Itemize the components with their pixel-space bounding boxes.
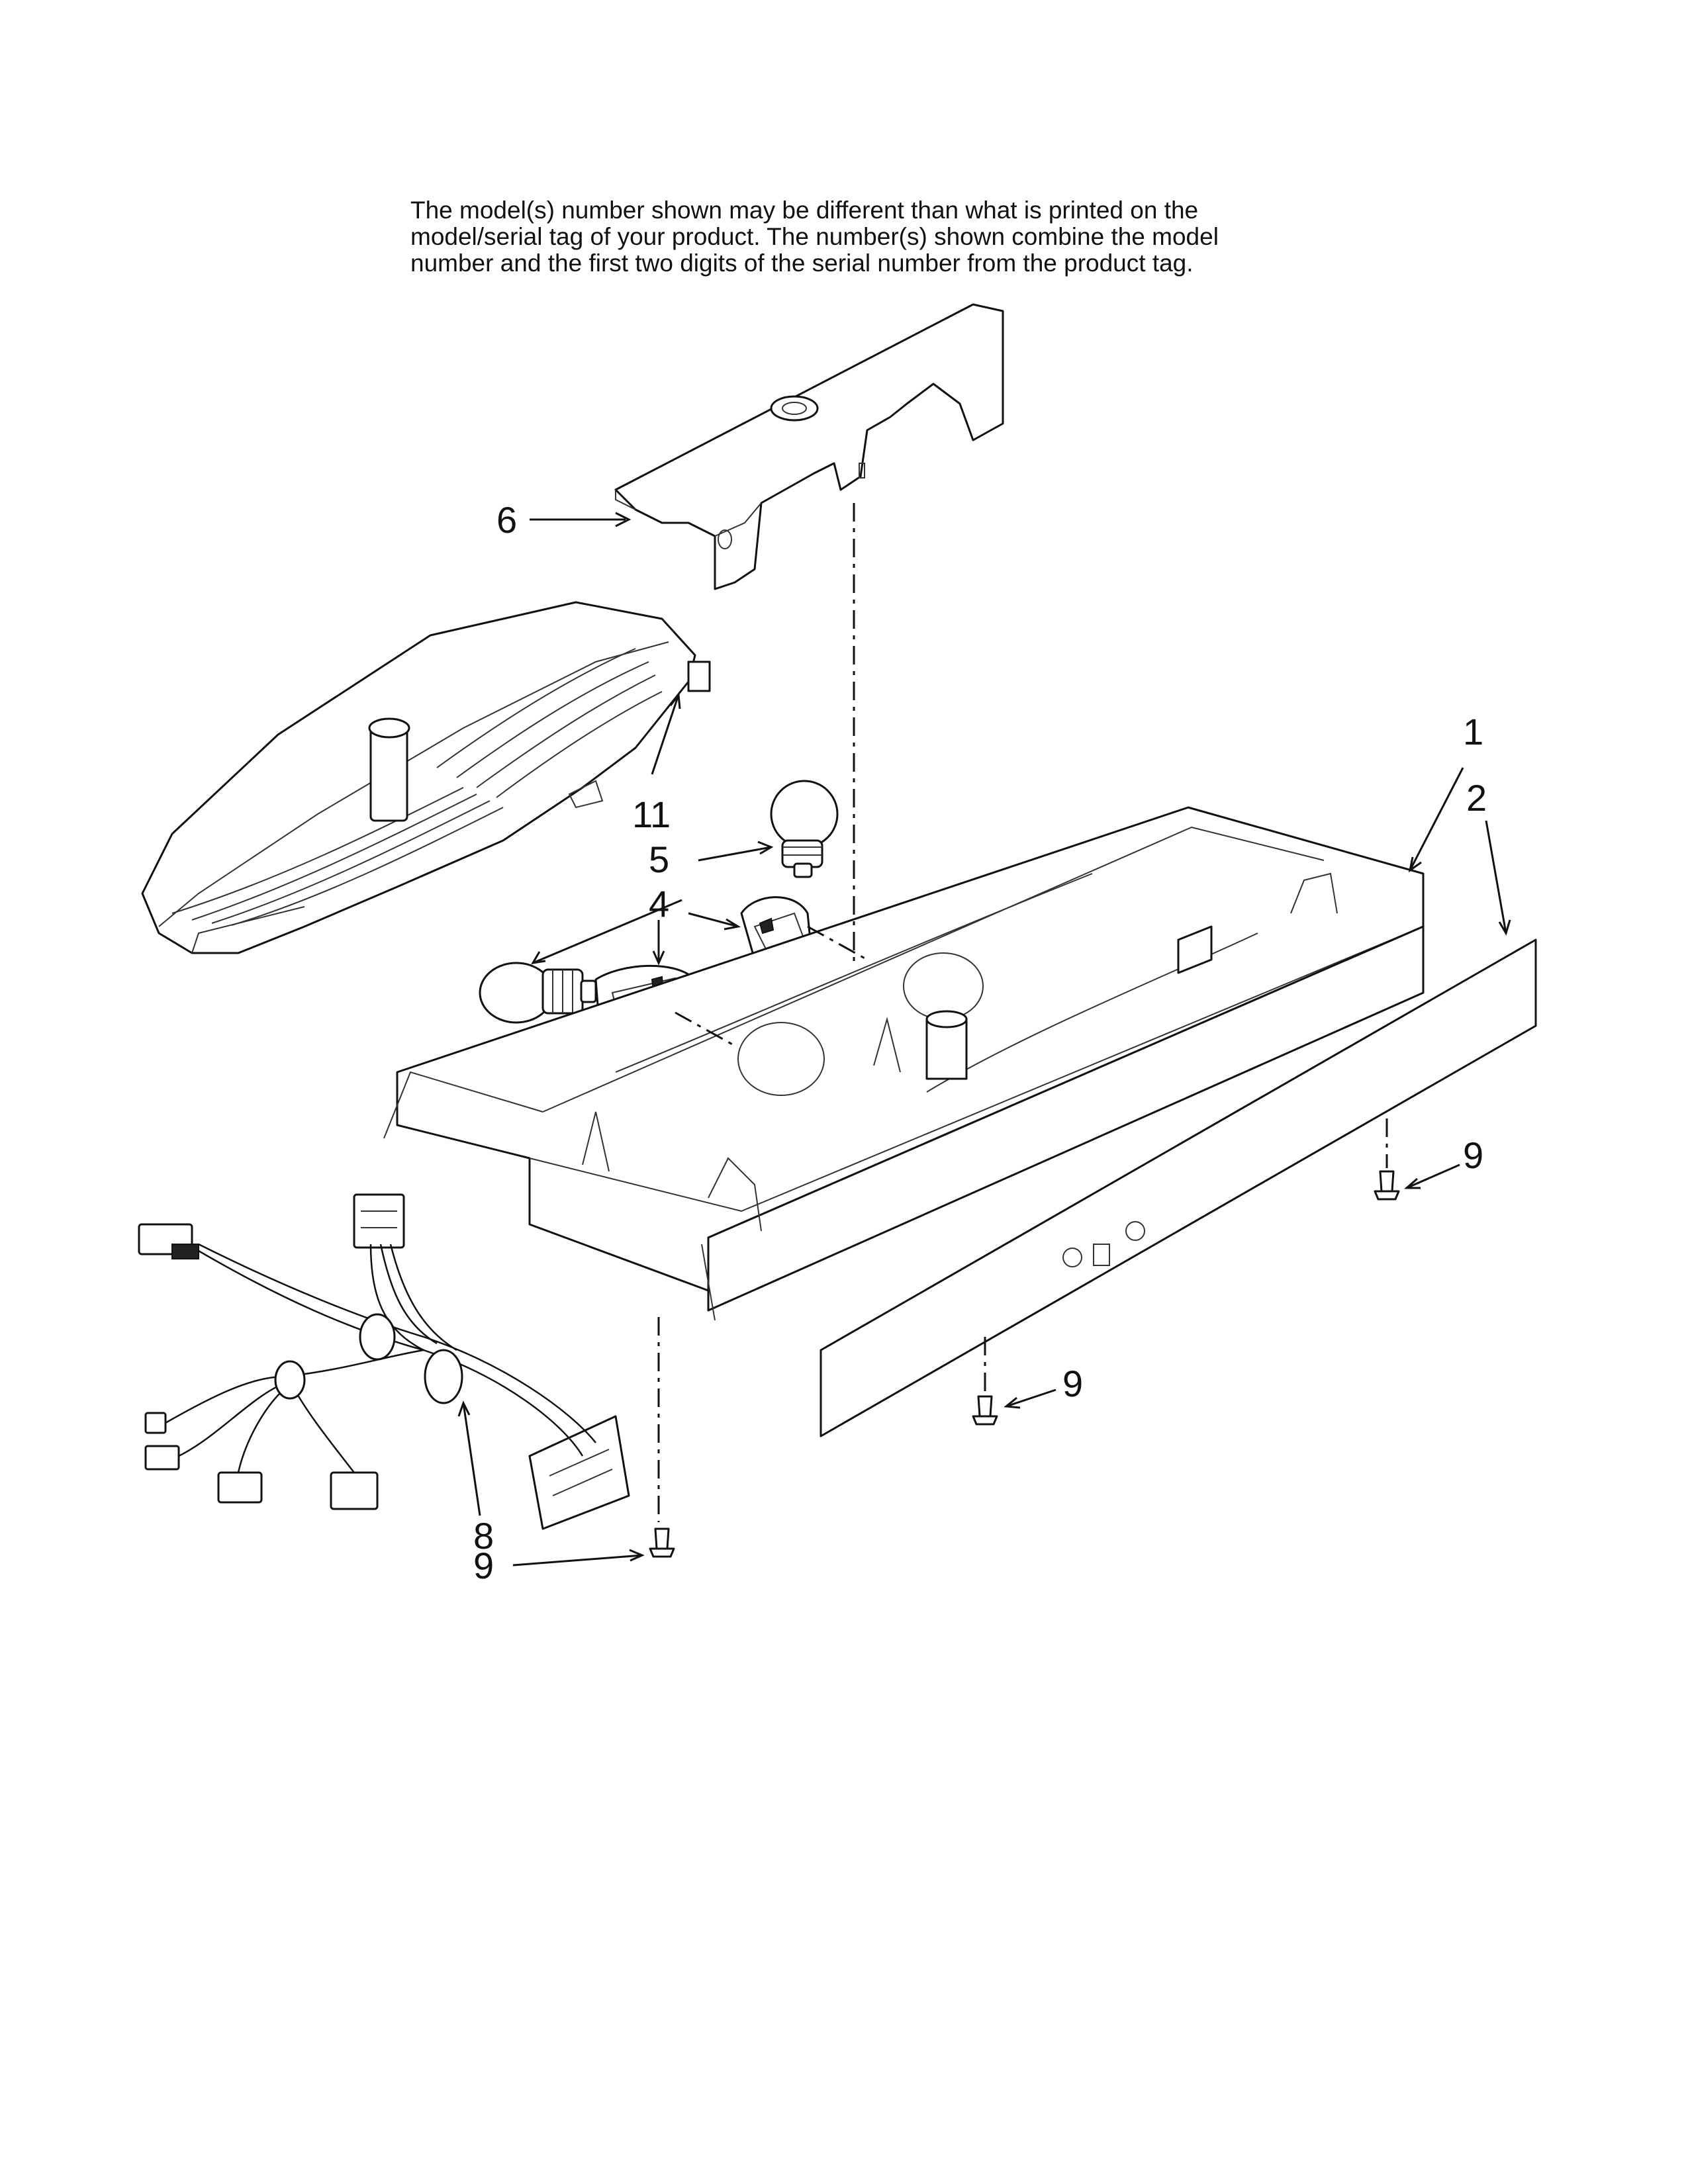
assembly-centerlines — [657, 503, 1388, 1522]
part-9-screws — [649, 1170, 1400, 1558]
part-8-wire-harness — [138, 1193, 630, 1530]
callout-1: 1 — [1463, 711, 1483, 752]
part-6-cover — [614, 303, 1004, 590]
part-1-control-housing — [383, 806, 1425, 1321]
callout-4: 4 — [649, 883, 669, 925]
leader-lines — [457, 512, 1511, 1567]
callout-6: 6 — [496, 499, 517, 541]
part-2-control-panel — [820, 938, 1537, 1437]
callout-9-middle: 9 — [1062, 1363, 1083, 1404]
notice-line-1: The model(s) number shown may be differe… — [410, 197, 1199, 224]
model-number-notice: The model(s) number shown may be differe… — [410, 197, 1350, 277]
callout-9-right: 9 — [1463, 1134, 1483, 1176]
notice-line-2: model/serial tag of your product. The nu… — [410, 223, 1219, 250]
callout-9-left: 9 — [473, 1545, 494, 1586]
part-5-light-bulbs — [479, 780, 839, 1024]
callout-5: 5 — [649, 839, 669, 880]
callout-8: 8 — [473, 1515, 494, 1557]
callout-11: 11 — [632, 794, 671, 835]
notice-line-3: number and the first two digits of the s… — [410, 250, 1194, 277]
part-11-light-shield — [141, 601, 711, 954]
callout-2: 2 — [1466, 777, 1487, 819]
